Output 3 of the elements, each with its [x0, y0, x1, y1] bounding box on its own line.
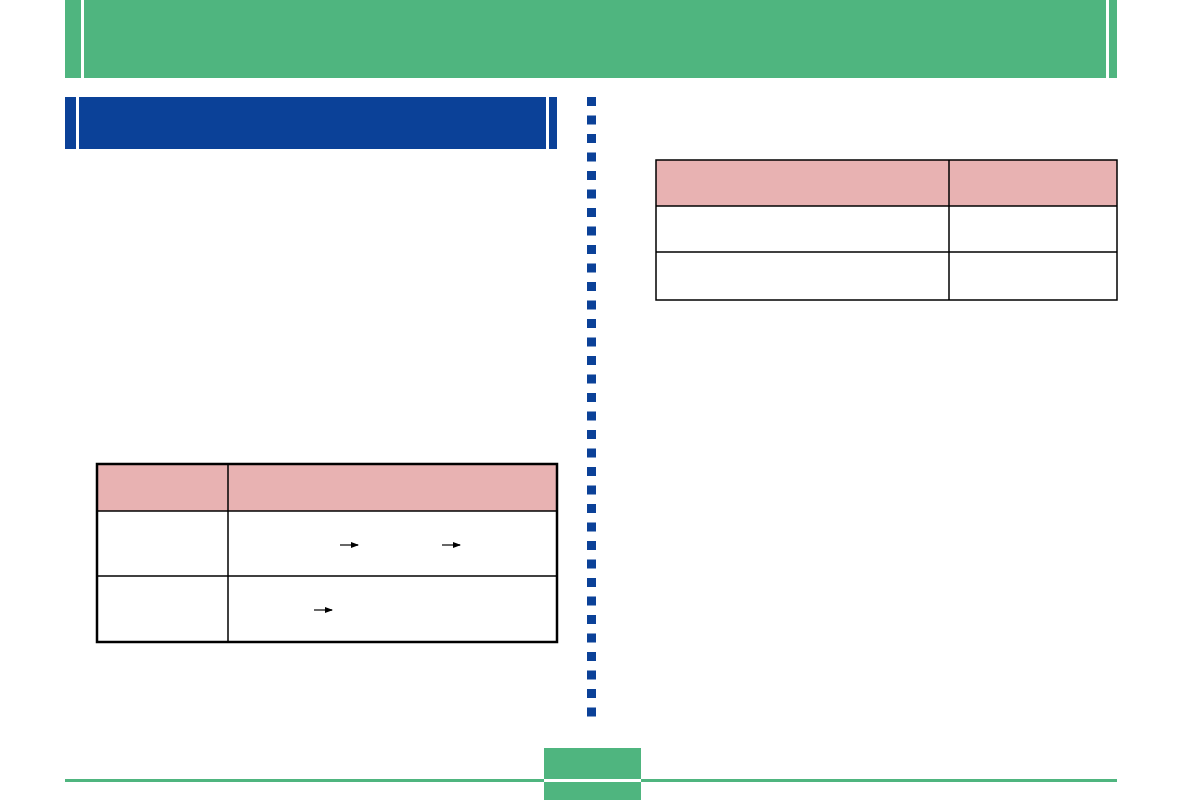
section-heading-band — [65, 97, 557, 149]
header-band — [65, 0, 1117, 78]
page-number-box — [544, 748, 641, 800]
